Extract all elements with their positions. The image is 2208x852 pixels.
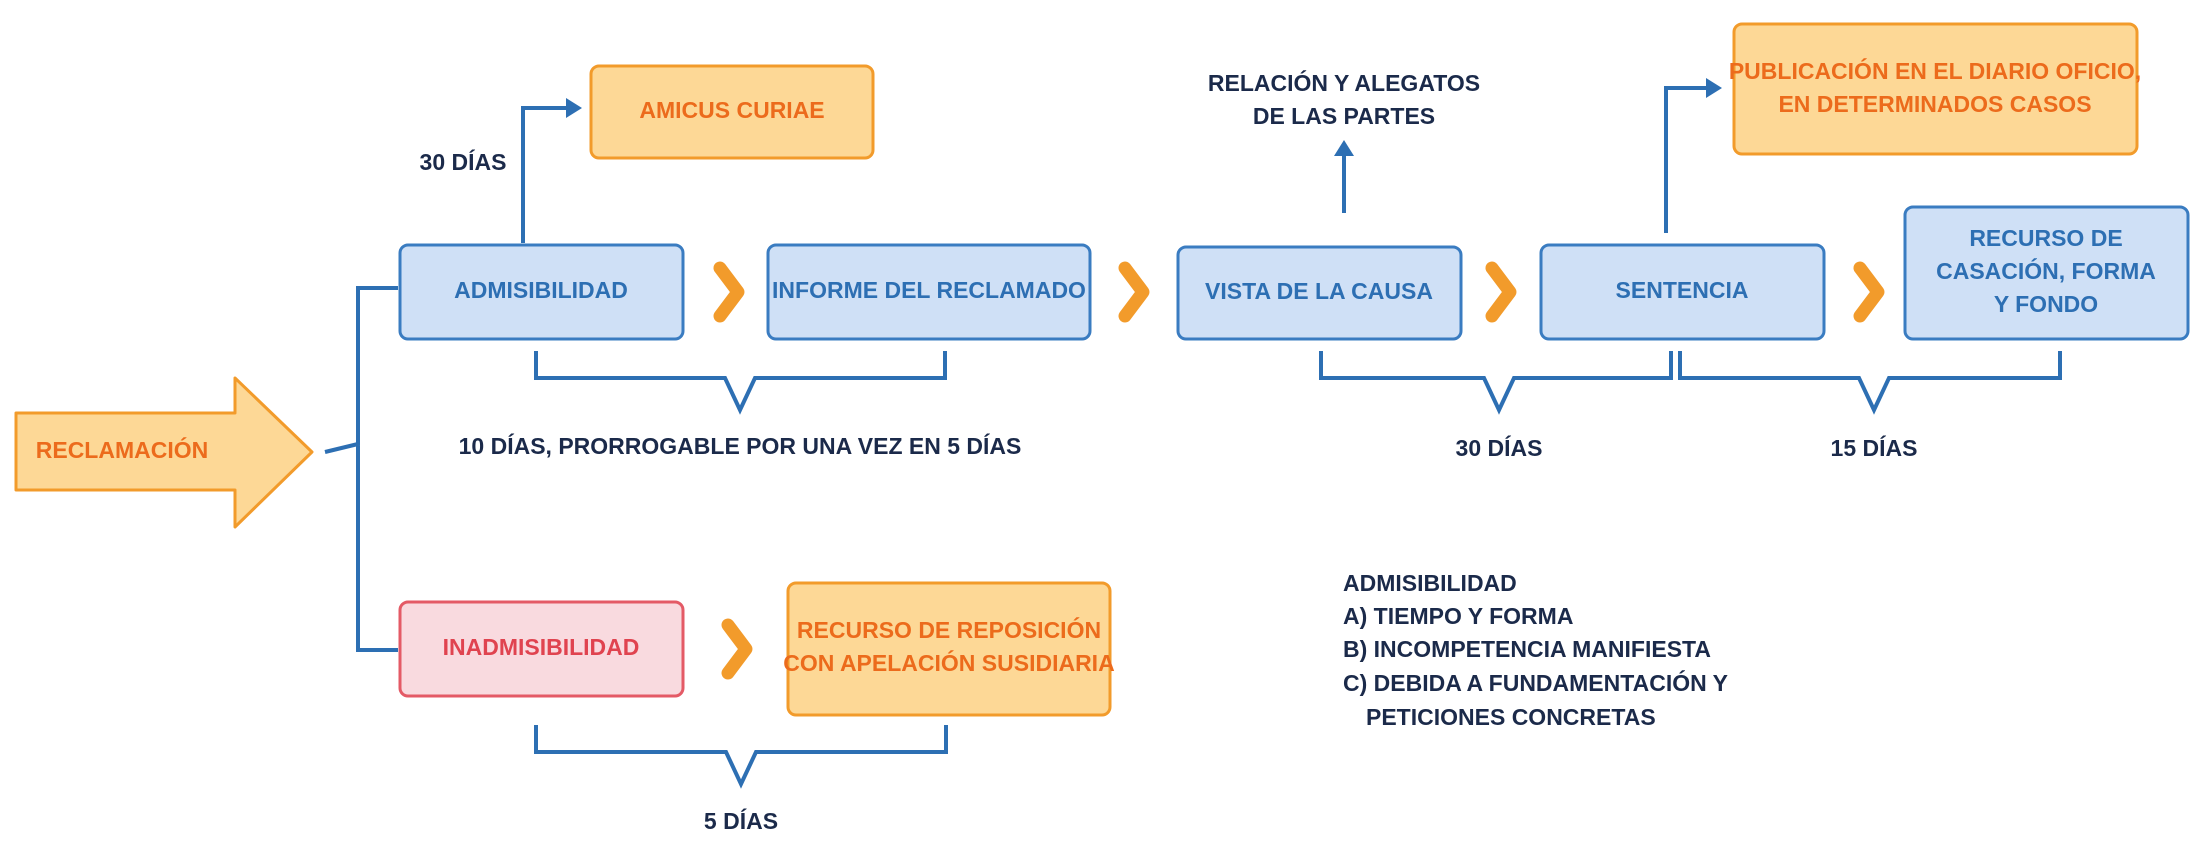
split-brace: [324, 286, 398, 652]
node-sentencia: SENTENCIA: [1539, 243, 1826, 341]
brace-reposicion: [534, 725, 948, 789]
relacion-arrowhead: [1334, 140, 1354, 156]
recurso-casacion-line-1: RECURSO DE: [1969, 225, 2122, 251]
amicus-days-label: 30 DÍAS: [420, 148, 507, 175]
admisibilidad-notes: ADMISIBILIDAD A) TIEMPO Y FORMA B) INCOM…: [1343, 570, 1728, 730]
publicacion-arrowhead: [1706, 78, 1722, 98]
connector-lines: [324, 86, 2062, 789]
node-inadmisibilidad: INADMISIBILIDAD: [398, 600, 685, 698]
publicacion-connector: [1664, 86, 1712, 233]
sentencia-label: SENTENCIA: [1616, 277, 1749, 303]
notes-item-b: B) INCOMPETENCIA MANIFIESTA: [1343, 636, 1711, 662]
admisibilidad-label: ADMISIBILIDAD: [454, 277, 628, 303]
inadmisibilidad-label: INADMISIBILIDAD: [443, 634, 640, 660]
node-amicus: AMICUS CURIAE: [589, 64, 875, 160]
notes-item-a: A) TIEMPO Y FORMA: [1343, 603, 1573, 629]
node-admisibilidad: ADMISIBILIDAD: [398, 243, 685, 341]
vista-days-label: 30 DÍAS: [1456, 434, 1543, 461]
notes-item-c: C) DEBIDA A FUNDAMENTACIÓN Y: [1343, 669, 1728, 696]
chevrons: [713, 261, 1885, 680]
chevron-2-icon: [1118, 261, 1150, 323]
reclamacion-label: RECLAMACIÓN: [36, 436, 209, 463]
relacion-line-2: DE LAS PARTES: [1253, 103, 1435, 129]
notes-item-c-cont: PETICIONES CONCRETAS: [1366, 704, 1656, 730]
brace-sentencia: [1678, 351, 2062, 415]
reposicion-days-label: 5 DÍAS: [704, 807, 778, 834]
node-recurso-casacion: RECURSO DE CASACIÓN, FORMA Y FONDO: [1903, 205, 2190, 341]
node-vista: VISTA DE LA CAUSA: [1176, 245, 1463, 341]
chevron-4-icon: [1853, 261, 1885, 323]
brace-vista: [1319, 351, 1673, 415]
recurso-reposicion-line-2: CON APELACIÓN SUSIDIARIA: [783, 649, 1114, 676]
brace-informe: [534, 351, 947, 415]
recurso-reposicion-line-1: RECURSO DE REPOSICIÓN: [797, 616, 1101, 643]
relacion-line-1: RELACIÓN Y ALEGATOS: [1208, 69, 1480, 96]
chevron-1-icon: [713, 261, 745, 323]
informe-days-label: 10 DÍAS, PRORROGABLE POR UNA VEZ EN 5 DÍ…: [459, 432, 1022, 459]
informe-label: INFORME DEL RECLAMADO: [772, 277, 1086, 303]
reclamacion-arrow: RECLAMACIÓN: [14, 376, 314, 529]
recurso-casacion-line-2: CASACIÓN, FORMA: [1936, 257, 2156, 284]
sentencia-days-label: 15 DÍAS: [1831, 434, 1918, 461]
arrowheads: [566, 78, 1722, 156]
publicacion-line-1: PUBLICACIÓN EN EL DIARIO OFICIO,: [1729, 57, 2141, 84]
amicus-connector: [521, 106, 572, 243]
chevron-5-icon: [721, 618, 753, 680]
amicus-label: AMICUS CURIAE: [639, 97, 824, 123]
vista-label: VISTA DE LA CAUSA: [1205, 278, 1433, 304]
chevron-3-icon: [1485, 261, 1517, 323]
publicacion-line-2: EN DETERMINADOS CASOS: [1778, 91, 2091, 117]
amicus-arrowhead: [566, 98, 582, 118]
node-publicacion: PUBLICACIÓN EN EL DIARIO OFICIO, EN DETE…: [1729, 22, 2141, 156]
node-recurso-reposicion: RECURSO DE REPOSICIÓN CON APELACIÓN SUSI…: [783, 581, 1115, 717]
node-informe: INFORME DEL RECLAMADO: [766, 243, 1092, 341]
recurso-casacion-line-3: Y FONDO: [1994, 291, 2098, 317]
notes-title: ADMISIBILIDAD: [1343, 570, 1517, 596]
